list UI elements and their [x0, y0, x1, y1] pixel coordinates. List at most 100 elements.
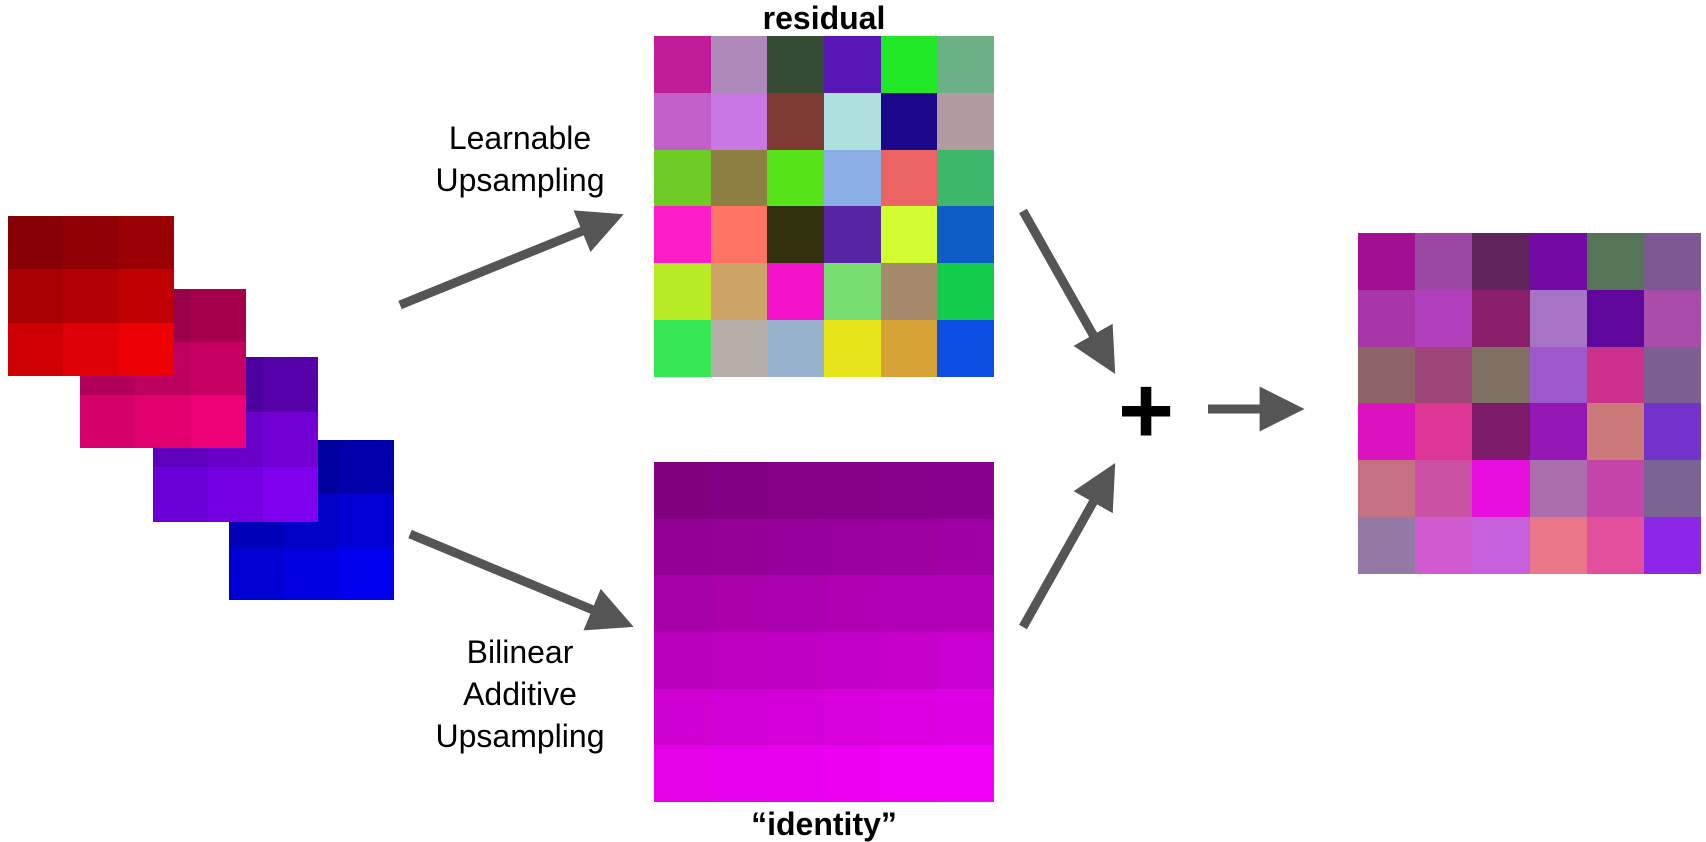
- residual-cell: [710, 92, 768, 150]
- output-cell: [1529, 233, 1587, 290]
- output-cell: [1358, 460, 1416, 518]
- output-cell: [1472, 403, 1530, 461]
- residual-grid: [654, 36, 994, 377]
- identity-cell: [710, 745, 768, 802]
- input-layer-0-cell: [8, 322, 64, 376]
- identity-cell: [824, 745, 881, 802]
- residual-cell: [767, 206, 824, 264]
- output-cell: [1643, 460, 1701, 518]
- output-cell: [1358, 403, 1416, 461]
- residual-cell: [937, 263, 994, 321]
- output-cell: [1643, 403, 1701, 461]
- output-cell: [1529, 403, 1587, 461]
- output-cell: [1415, 346, 1473, 404]
- input-layer-1-cell: [80, 395, 136, 448]
- output-cell: [1358, 289, 1416, 347]
- learnable-line-2: Upsampling: [435, 162, 605, 198]
- identity-label: “identity”: [751, 806, 897, 842]
- learnable-line-1: Learnable: [448, 120, 592, 156]
- input-layer-1-cell: [190, 395, 246, 448]
- output-cell: [1643, 289, 1701, 347]
- identity-cell: [937, 575, 994, 632]
- output-cell: [1358, 233, 1416, 290]
- identity-cell: [767, 462, 824, 519]
- output-cell: [1643, 233, 1701, 290]
- output-cell: [1529, 289, 1587, 347]
- output-cell: [1586, 289, 1644, 347]
- input-layer-0-cell: [8, 269, 64, 323]
- residual-label: residual: [762, 0, 886, 36]
- input-layer-2-cell: [208, 467, 263, 522]
- output-cell: [1586, 233, 1644, 290]
- identity-cell: [824, 575, 881, 632]
- identity-cell: [654, 462, 711, 519]
- output-cell: [1358, 346, 1416, 404]
- residual-cell: [710, 36, 768, 93]
- input-layer-0-cell: [8, 216, 64, 270]
- input-layer-0-cell: [118, 322, 174, 376]
- input-layer-2-cell: [153, 467, 208, 522]
- identity-cell: [880, 688, 938, 746]
- output-cell: [1586, 517, 1644, 574]
- residual-cell: [710, 263, 768, 321]
- identity-cell: [654, 688, 711, 746]
- residual-cell: [937, 36, 994, 93]
- identity-grid: [654, 462, 994, 802]
- residual-cell: [824, 320, 881, 377]
- identity-cell: [880, 745, 938, 802]
- residual-cell: [654, 36, 711, 93]
- identity-cell: [880, 575, 938, 632]
- identity-cell: [880, 632, 938, 689]
- identity-cell: [937, 462, 994, 519]
- identity-cell: [654, 632, 711, 689]
- residual-cell: [937, 320, 994, 377]
- residual-cell: [937, 206, 994, 264]
- identity-cell: [654, 745, 711, 802]
- residual-cell: [824, 263, 881, 321]
- identity-cell: [767, 688, 824, 746]
- residual-cell: [880, 320, 938, 377]
- output-cell: [1472, 517, 1530, 574]
- residual-cell: [767, 36, 824, 93]
- plus-symbol: +: [1117, 357, 1175, 464]
- learnable-upsampling-label: Learnable Upsampling: [400, 117, 640, 201]
- input-layer-3-cell: [339, 493, 394, 547]
- residual-cell: [654, 263, 711, 321]
- residual-cell: [767, 320, 824, 377]
- output-cell: [1415, 289, 1473, 347]
- identity-cell: [767, 575, 824, 632]
- input-layer-3-cell: [284, 546, 339, 600]
- residual-cell: [710, 320, 768, 377]
- identity-cell: [767, 632, 824, 689]
- residual-cell: [824, 92, 881, 150]
- output-cell: [1586, 403, 1644, 461]
- output-cell: [1472, 346, 1530, 404]
- bilinear-additive-upsampling-label: Bilinear Additive Upsampling: [400, 631, 640, 757]
- identity-cell: [710, 632, 768, 689]
- residual-cell: [880, 263, 938, 321]
- residual-cell: [710, 206, 768, 264]
- output-cell: [1529, 517, 1587, 574]
- input-layer-0-cell: [118, 269, 174, 323]
- identity-cell: [710, 688, 768, 746]
- residual-cell: [767, 149, 824, 207]
- residual-cell: [880, 149, 938, 207]
- arrow-to-residual: [398, 210, 624, 310]
- output-cell: [1415, 517, 1473, 574]
- arrow-identity-to-plus: [1019, 463, 1116, 630]
- output-cell: [1472, 289, 1530, 347]
- input-layer-3-cell: [229, 546, 284, 600]
- identity-cell: [937, 518, 994, 576]
- residual-cell: [654, 149, 711, 207]
- residual-cell: [824, 206, 881, 264]
- bilinear-line-1: Bilinear: [466, 634, 574, 670]
- arrow-to-identity: [408, 529, 634, 631]
- residual-cell: [654, 92, 711, 150]
- output-cell: [1529, 460, 1587, 518]
- arrow-residual-to-plus: [1019, 208, 1116, 374]
- identity-cell: [710, 462, 768, 519]
- identity-cell: [937, 632, 994, 689]
- identity-cell: [767, 745, 824, 802]
- output-cell: [1586, 460, 1644, 518]
- input-layer-2-cell: [263, 467, 318, 522]
